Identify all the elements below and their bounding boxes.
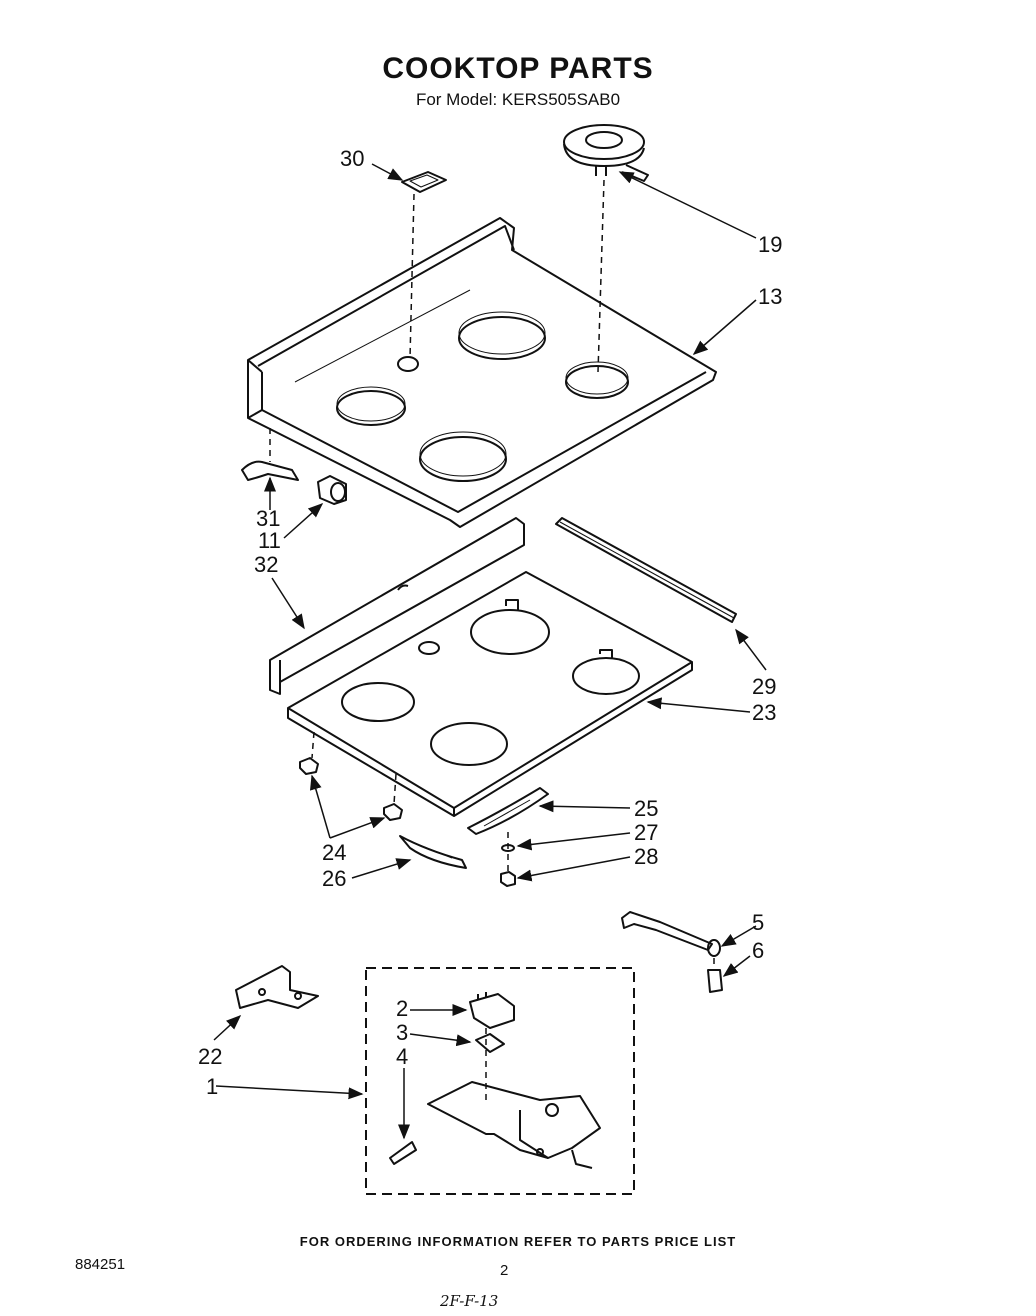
callout-32: 32 bbox=[254, 552, 278, 577]
callout-26: 26 bbox=[322, 866, 346, 891]
part-11-bumper-icon bbox=[317, 475, 347, 505]
callout-13: 13 bbox=[758, 284, 782, 309]
part-24-clip-icon bbox=[299, 757, 403, 821]
document-number: 884251 bbox=[75, 1256, 126, 1273]
callout-5: 5 bbox=[752, 910, 764, 935]
part-5-lever-icon bbox=[621, 911, 721, 957]
callout-30: 30 bbox=[340, 146, 364, 171]
page-number: 2 bbox=[500, 1262, 509, 1279]
part-22-mounting-bracket-icon bbox=[235, 965, 319, 1009]
part-2-switch-icon bbox=[469, 992, 515, 1029]
part-4-label-icon bbox=[389, 1141, 417, 1165]
callout-29: 29 bbox=[752, 674, 776, 699]
callout-6: 6 bbox=[752, 938, 764, 963]
callout-22: 22 bbox=[198, 1044, 222, 1069]
model-subtitle: For Model: KERS505SAB0 bbox=[415, 90, 621, 109]
callout-27: 27 bbox=[634, 820, 658, 845]
part-31-hinge-icon bbox=[241, 460, 299, 481]
part-26-bracket-icon bbox=[399, 835, 467, 869]
callout-25: 25 bbox=[634, 796, 658, 821]
part-29-trim-strip-icon bbox=[555, 517, 737, 623]
part-19-surface-element-icon bbox=[563, 124, 649, 182]
callout-31: 31 bbox=[256, 506, 280, 531]
callout-3: 3 bbox=[396, 1020, 408, 1045]
alignment-lines bbox=[269, 179, 715, 1104]
callout-19: 19 bbox=[758, 232, 782, 257]
part-25-bracket-icon bbox=[467, 787, 549, 835]
part-6-knob-icon bbox=[707, 969, 723, 993]
switch-housing-icon bbox=[427, 1081, 601, 1169]
callout-23: 23 bbox=[752, 700, 776, 725]
leader-lines bbox=[213, 163, 767, 1140]
callout-2: 2 bbox=[396, 996, 408, 1021]
callout-4: 4 bbox=[396, 1044, 408, 1069]
callout-1: 1 bbox=[206, 1074, 218, 1099]
part-13-cooktop-icon bbox=[247, 217, 717, 528]
part-32-rear-panel-icon bbox=[269, 517, 525, 695]
part-3-plate-icon bbox=[475, 1033, 505, 1053]
callout-labels: 30 19 13 31 11 32 29 23 25 27 24 28 26 5… bbox=[198, 146, 782, 1099]
part-23-burner-box-icon bbox=[287, 571, 693, 817]
part-28-nut-icon bbox=[500, 871, 516, 887]
callout-24: 24 bbox=[322, 840, 346, 865]
page-title: COOKTOP PARTS bbox=[382, 52, 654, 85]
ordering-note: FOR ORDERING INFORMATION REFER TO PARTS … bbox=[299, 1234, 737, 1249]
part-30-badge-icon bbox=[401, 171, 447, 193]
callout-11: 11 bbox=[258, 528, 281, 553]
part-1-switch-assembly-box bbox=[365, 967, 635, 1195]
handwritten-note: 2F-F-13 bbox=[440, 1292, 499, 1310]
callout-28: 28 bbox=[634, 844, 658, 869]
